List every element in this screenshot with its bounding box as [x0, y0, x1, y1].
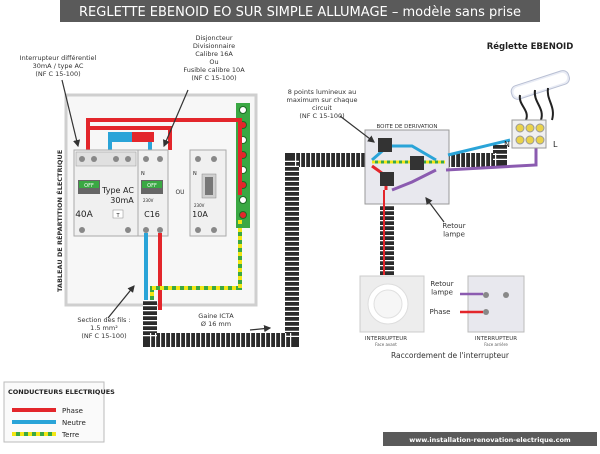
busbar-red [132, 132, 154, 142]
arrow-points [339, 115, 375, 143]
fuse-rating-label: 10A [192, 210, 208, 219]
reglette-fixture [510, 70, 570, 149]
diff-type-label: Type AC [101, 186, 134, 195]
diff-off-label: OFF [84, 183, 94, 189]
wire-terre-panel-stripe [150, 220, 242, 300]
phase-label: Phase [430, 308, 451, 316]
rail-terminal [239, 196, 247, 204]
legend-label-neutre: Neutre [62, 419, 86, 427]
panel-label: TABLEAU DE RÉPARTITION ÉLECTRIQUE [55, 150, 64, 292]
connector-1 [378, 138, 392, 152]
box-wire-retour [391, 168, 437, 192]
arrow-breaker [163, 89, 189, 148]
breaker-rating-label: C16 [144, 210, 160, 219]
terminal-l-label: L [553, 140, 558, 149]
conduit-box-to-reglette-stripes [440, 145, 507, 167]
junction-box [364, 129, 450, 205]
title-bar [60, 0, 540, 22]
terminal-n-label: N [504, 140, 510, 149]
breaker-off-label: OFF [147, 183, 157, 189]
page-title: REGLETTE EBENOID EO SUR SIMPLE ALLUMAGE … [79, 5, 521, 20]
legend-title: CONDUCTEURS ELECTRIQUES [8, 388, 115, 396]
arrow-retour [425, 197, 445, 223]
switch-front-label: INTERRUPTEUR [365, 336, 407, 342]
label-section-fils: Section des fils :1.5 mm²(NF C 15-100) [77, 316, 130, 340]
legend-label-terre: Terre [61, 431, 79, 439]
wire-neutre-reglette [447, 138, 511, 157]
fuse-230-label: 230V [194, 203, 205, 208]
website-bar [383, 432, 597, 446]
switch-front [359, 275, 425, 333]
arrow-section [107, 285, 135, 319]
diff-test-label: T [115, 213, 120, 219]
connector-3 [380, 172, 394, 186]
ou-label: OU [175, 189, 184, 196]
rail-terminal [239, 106, 247, 114]
junction-box-label: BOITE DE DERIVATION [377, 124, 438, 130]
diff-ma-label: 30mA [110, 196, 134, 205]
connector-2 [410, 156, 424, 170]
website-link[interactable]: www.installation-renovation-electrique.c… [409, 436, 571, 444]
switch-back-sub: Face arrière [484, 342, 508, 347]
breaker-230-label: 230V [143, 198, 154, 203]
switch-back [467, 275, 525, 333]
reglette-label: Réglette EBENOID [487, 41, 574, 52]
conduit-panel-to-box [143, 153, 380, 347]
fuse-10a: N 230V 10A [189, 149, 227, 237]
breaker-n-label: N [141, 171, 145, 177]
fuse-n-label: N [193, 171, 197, 177]
wire-phase-right [86, 118, 242, 195]
arrow-diff [61, 79, 81, 148]
raccordement-label: Raccordement de l'interrupteur [391, 351, 510, 360]
breaker-c16: N OFF 230V C16 [137, 149, 169, 237]
busbar [108, 132, 154, 142]
wire-phase-top [86, 126, 172, 150]
rail-terminal [239, 211, 247, 219]
diff-rating-label: 40A [75, 210, 93, 220]
switch-back-label: INTERRUPTEUR [475, 336, 517, 342]
arrow-gaine [249, 325, 272, 333]
differential-switch: OFF Type AC 30mA 40A T [73, 149, 139, 237]
legend-label-phase: Phase [62, 407, 83, 415]
switch-front-sub: Face avant [375, 342, 397, 347]
box-wire-neutre [371, 144, 437, 162]
